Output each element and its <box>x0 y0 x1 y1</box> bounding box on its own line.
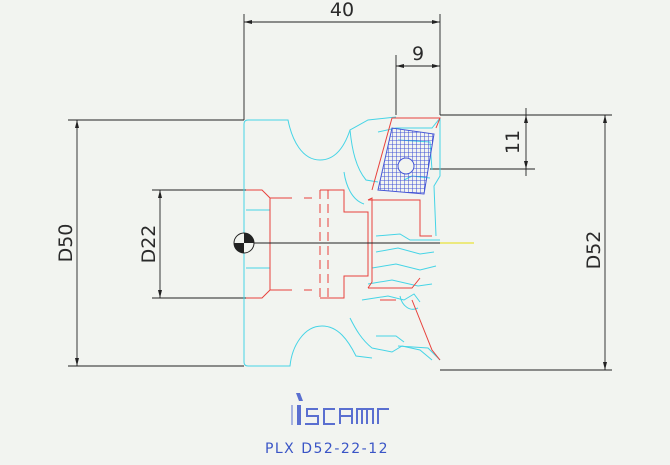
tool-body-outline <box>243 116 441 367</box>
dim-cutting-diameter: D52 <box>583 231 605 270</box>
dim-bore-diameter: D22 <box>138 225 160 264</box>
dimension-lines <box>68 14 612 371</box>
dim-overall-length: 40 <box>330 0 354 21</box>
center-mark-icon <box>233 232 255 254</box>
dimension-arrows <box>75 20 607 370</box>
tool-designation: PLX D52-22-12 <box>265 441 389 457</box>
insert-screw-hole <box>397 157 415 175</box>
dim-insert-height: 11 <box>502 130 524 154</box>
brand-logo <box>291 393 389 425</box>
dimension-labels: 40 9 11 D50 D22 D52 <box>55 0 605 269</box>
hidden-lines <box>246 117 441 361</box>
dim-insert-width: 9 <box>412 43 424 65</box>
insert <box>377 127 435 195</box>
dim-body-diameter: D50 <box>55 224 77 263</box>
